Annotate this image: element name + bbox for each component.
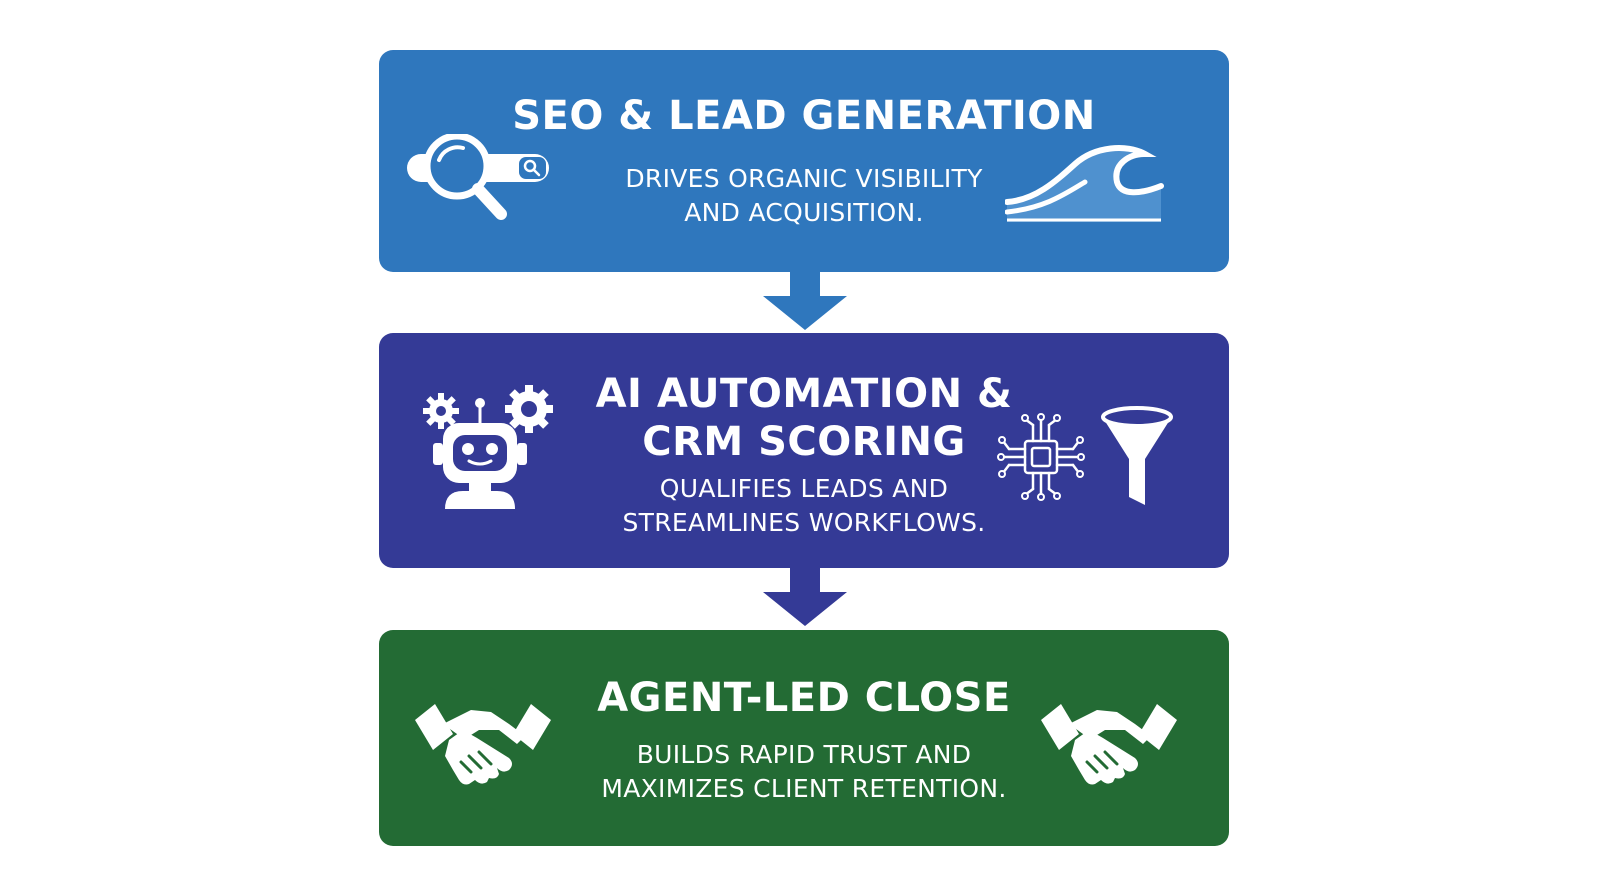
step-title-line: CRM SCORING	[642, 419, 966, 465]
circuit-chip-icon	[997, 413, 1085, 501]
step-description-line: MAXIMIZES CLIENT RETENTION.	[601, 774, 1007, 803]
step-description-line: AND ACQUISITION.	[684, 198, 924, 227]
step-title: AI AUTOMATION & CRM SCORING	[379, 370, 1229, 466]
handshake-icon	[415, 704, 551, 785]
step-description: QUALIFIES LEADS AND STREAMLINES WORKFLOW…	[379, 472, 1229, 540]
step-title-line: AI AUTOMATION &	[595, 371, 1013, 417]
flow-arrow-1	[763, 270, 847, 330]
step-title: SEO & LEAD GENERATION	[512, 93, 1096, 139]
step-title: AGENT-LED CLOSE	[597, 675, 1011, 721]
step-description: BUILDS RAPID TRUST AND MAXIMIZES CLIENT …	[379, 738, 1229, 806]
flow-arrow-2	[763, 566, 847, 626]
step-description-line: BUILDS RAPID TRUST AND	[636, 740, 972, 769]
robot-gears-icon	[423, 385, 553, 509]
funnel-icon	[1101, 406, 1173, 505]
magnifier-search-bar-icon	[407, 134, 549, 220]
wave-icon	[1005, 145, 1164, 222]
step-description-line: DRIVES ORGANIC VISIBILITY	[625, 164, 983, 193]
step-description-line: QUALIFIES LEADS AND	[659, 474, 949, 503]
step-seo-lead-generation: SEO & LEAD GENERATION DRIVES ORGANIC VIS…	[379, 50, 1229, 272]
step-description: DRIVES ORGANIC VISIBILITY AND ACQUISITIO…	[379, 162, 1229, 230]
handshake-icon	[1041, 704, 1177, 785]
step-agent-led-close: AGENT-LED CLOSE BUILDS RAPID TRUST AND M…	[379, 630, 1229, 846]
step-description-line: STREAMLINES WORKFLOWS.	[622, 508, 986, 537]
step-ai-automation-crm-scoring: AI AUTOMATION & CRM SCORING QUALIFIES LE…	[379, 333, 1229, 568]
